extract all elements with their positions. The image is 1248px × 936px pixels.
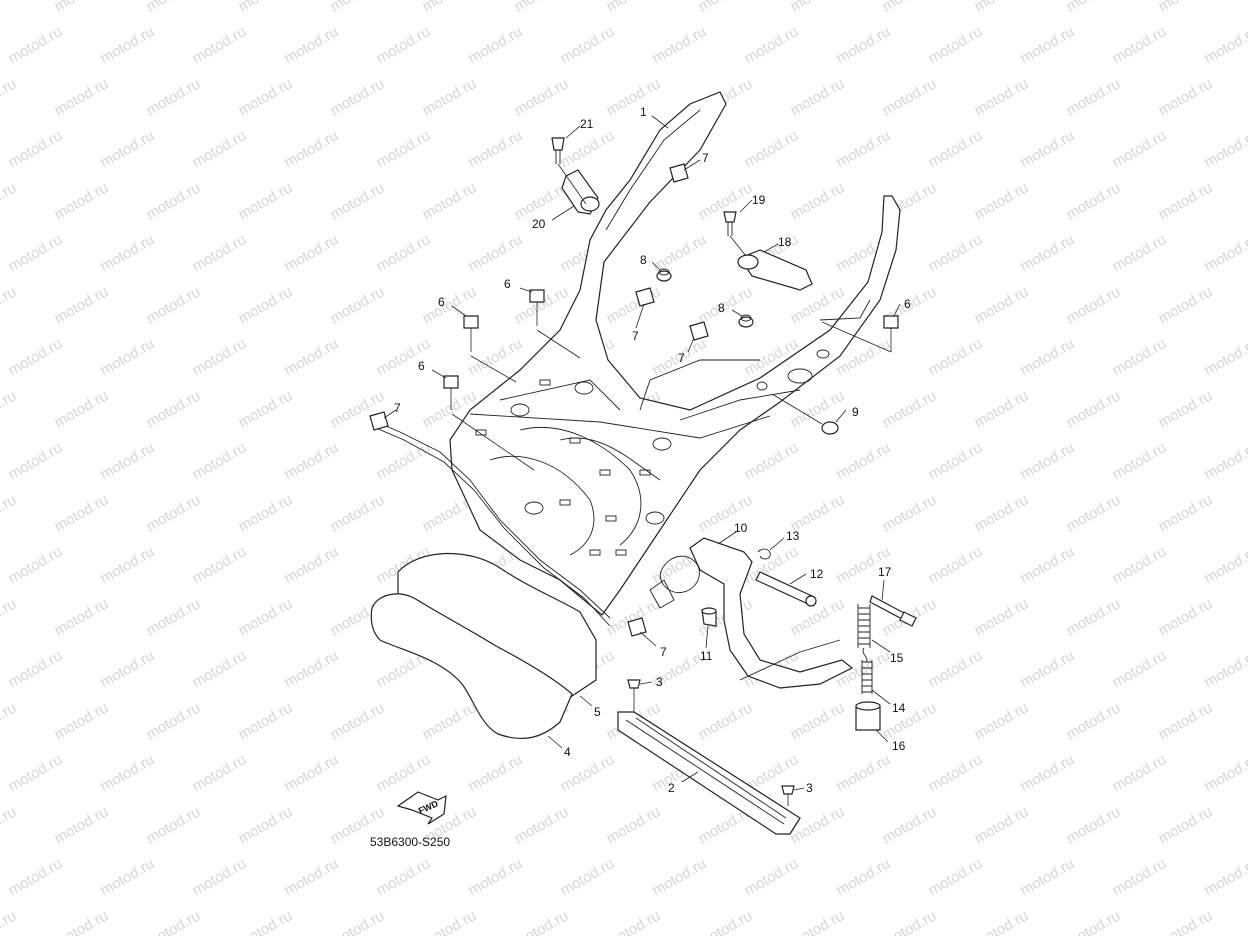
fwd-arrow: FWD <box>396 791 447 825</box>
part-7-clip-e <box>627 617 647 637</box>
part-11-damper <box>701 607 717 627</box>
callout-1: 1 <box>640 105 647 119</box>
side-rail-left <box>371 419 611 627</box>
callout-21: 21 <box>580 117 594 131</box>
callout-6: 6 <box>438 295 445 309</box>
callout-4: 4 <box>564 745 571 759</box>
callout-7: 7 <box>660 645 667 659</box>
callout-6: 6 <box>504 277 511 291</box>
callout-3: 3 <box>656 675 663 689</box>
callout-6: 6 <box>418 359 425 373</box>
callout-17: 17 <box>878 565 892 579</box>
callout-16: 16 <box>892 739 906 753</box>
part-6-bolt-b <box>529 289 581 359</box>
callout-10: 10 <box>734 521 748 535</box>
part-1-floor-board <box>449 91 901 616</box>
callout-7: 7 <box>678 351 685 365</box>
leader-lines <box>383 115 901 791</box>
part-13-clip <box>757 548 771 560</box>
part-8-grommet-a <box>656 268 672 282</box>
callout-19: 19 <box>752 193 766 207</box>
callout-7: 7 <box>702 151 709 165</box>
callout-20: 20 <box>532 217 546 231</box>
callout-7: 7 <box>394 401 401 415</box>
callout-8: 8 <box>718 301 725 315</box>
callout-9: 9 <box>852 405 859 419</box>
callout-11: 11 <box>700 649 713 663</box>
part-9-grommet <box>771 393 839 435</box>
part-21-screw <box>551 137 587 205</box>
callout-labels: 1 21 20 7 19 18 8 8 6 6 6 6 7 7 7 9 10 1… <box>394 105 911 795</box>
part-7-clip-a <box>669 163 689 183</box>
part-3-screw-b <box>781 785 795 806</box>
part-20-bracket <box>561 169 600 215</box>
part-3-screw-a <box>627 679 641 712</box>
callout-7: 7 <box>632 329 639 343</box>
callout-14: 14 <box>892 701 906 715</box>
part-19-screw <box>723 211 747 257</box>
part-12-shaft <box>755 571 817 607</box>
part-14-spring <box>861 660 873 694</box>
callout-5: 5 <box>594 705 601 719</box>
callout-8: 8 <box>640 253 647 267</box>
part-4-mat <box>370 593 573 740</box>
callout-15: 15 <box>890 651 904 665</box>
part-6-bolt-d <box>821 315 899 353</box>
part-7-clip-c <box>689 321 709 341</box>
part-7-clip-b <box>635 287 655 307</box>
part-2-under-cover <box>617 711 801 835</box>
part-6-bolt-c <box>443 375 535 471</box>
part-10-main-stand <box>649 537 854 689</box>
callout-12: 12 <box>810 567 824 581</box>
part-16-sleeve <box>855 701 881 731</box>
callout-13: 13 <box>786 529 800 543</box>
callout-2: 2 <box>668 781 675 795</box>
callout-18: 18 <box>778 235 792 249</box>
diagram-code: 53B6300-S250 <box>370 835 450 849</box>
part-6-bolt-a <box>463 315 517 383</box>
part-8-grommet-b <box>738 314 754 328</box>
callout-6: 6 <box>904 297 911 311</box>
part-15-spring <box>857 604 871 663</box>
part-17-bolt <box>869 595 917 627</box>
part-18-bracket <box>737 249 813 291</box>
callout-3: 3 <box>806 781 813 795</box>
part-7-clip-d <box>369 411 389 431</box>
